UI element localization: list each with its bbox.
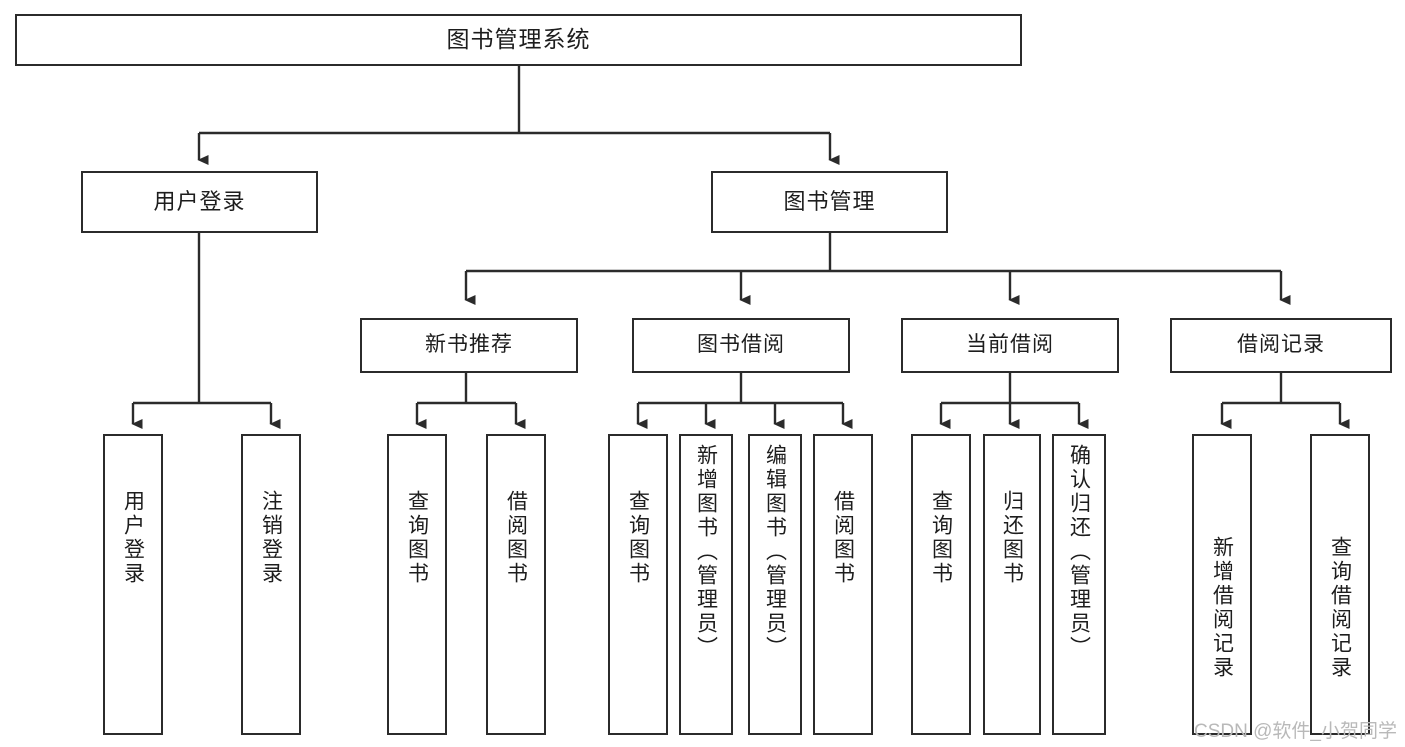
node-label: 新增借阅记录 xyxy=(1210,536,1234,680)
leaf-borrow-add-book[interactable]: 新增图书（管理员） xyxy=(679,434,733,735)
node-root-system[interactable]: 图书管理系统 xyxy=(15,14,1022,66)
node-label: 借阅图书 xyxy=(504,490,528,586)
node-new-book-recommend[interactable]: 新书推荐 xyxy=(360,318,578,373)
leaf-new-book-query[interactable]: 查询图书 xyxy=(387,434,447,735)
node-label: 图书管理 xyxy=(783,189,876,215)
watermark-text: CSDN @软件_小贺同学 xyxy=(1194,721,1397,742)
node-borrow-record[interactable]: 借阅记录 xyxy=(1170,318,1392,373)
node-label: 确认归还（管理员） xyxy=(1067,444,1091,660)
node-label: 新书推荐 xyxy=(425,333,513,357)
node-label: 归还图书 xyxy=(1000,490,1024,586)
leaf-current-confirm-return[interactable]: 确认归还（管理员） xyxy=(1052,434,1106,735)
leaf-record-query-record[interactable]: 查询借阅记录 xyxy=(1310,434,1370,735)
node-label: 编辑图书（管理员） xyxy=(763,444,787,660)
node-label: 注销登录 xyxy=(259,490,283,586)
leaf-user-login-login[interactable]: 用户登录 xyxy=(103,434,163,735)
node-book-management[interactable]: 图书管理 xyxy=(711,171,948,233)
node-label: 查询图书 xyxy=(626,490,650,586)
node-label: 用户登录 xyxy=(153,189,246,215)
node-label: 借阅图书 xyxy=(831,490,855,586)
node-current-borrow[interactable]: 当前借阅 xyxy=(901,318,1119,373)
node-label: 图书借阅 xyxy=(697,333,785,357)
leaf-current-return-book[interactable]: 归还图书 xyxy=(983,434,1041,735)
node-label: 新增图书（管理员） xyxy=(694,444,718,660)
node-book-borrow[interactable]: 图书借阅 xyxy=(632,318,850,373)
node-label: 用户登录 xyxy=(121,490,145,586)
node-label: 查询借阅记录 xyxy=(1328,536,1352,680)
node-label: 查询图书 xyxy=(405,490,429,586)
leaf-borrow-borrow-book[interactable]: 借阅图书 xyxy=(813,434,873,735)
node-label: 图书管理系统 xyxy=(446,26,591,53)
node-label: 当前借阅 xyxy=(966,333,1054,357)
leaf-borrow-edit-book[interactable]: 编辑图书（管理员） xyxy=(748,434,802,735)
leaf-record-add-record[interactable]: 新增借阅记录 xyxy=(1192,434,1252,735)
node-label: 查询图书 xyxy=(929,490,953,586)
node-user-login[interactable]: 用户登录 xyxy=(81,171,318,233)
leaf-current-query-book[interactable]: 查询图书 xyxy=(911,434,971,735)
leaf-user-login-logout[interactable]: 注销登录 xyxy=(241,434,301,735)
node-label: 借阅记录 xyxy=(1237,333,1325,357)
leaf-borrow-query-book[interactable]: 查询图书 xyxy=(608,434,668,735)
leaf-new-book-borrow[interactable]: 借阅图书 xyxy=(486,434,546,735)
